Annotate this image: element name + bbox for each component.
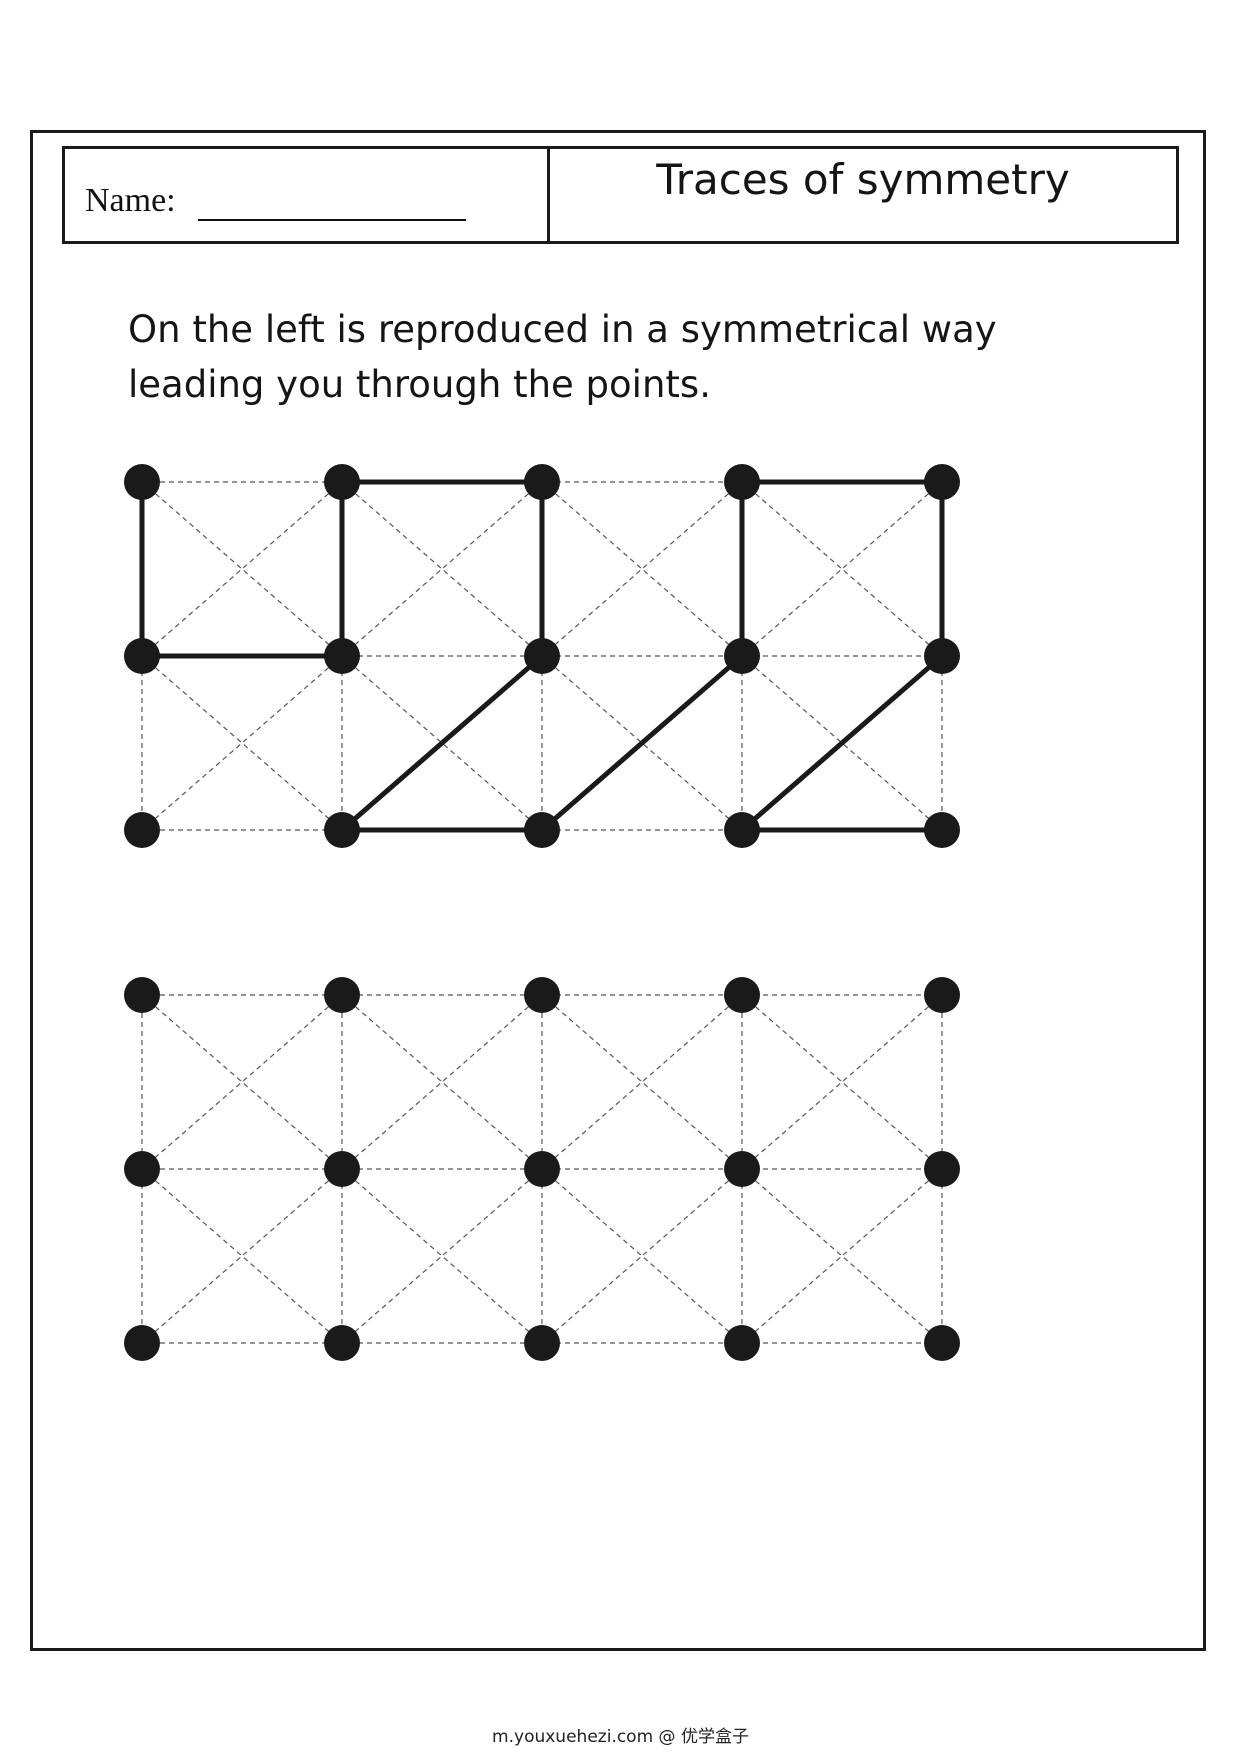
dashed-diagonal-line [541, 655, 743, 831]
grid-dot [124, 812, 160, 848]
worksheet-header: Name: Traces of symmetry [62, 146, 1179, 244]
title-cell: Traces of symmetry [550, 149, 1176, 241]
dashed-diagonal-line [541, 994, 743, 1170]
name-cell: Name: [65, 149, 550, 241]
dashed-diagonal-line [341, 655, 543, 831]
footer-watermark: m.youxuehezi.com @ 优学盒子 [492, 1727, 749, 1747]
dashed-diagonal-line [341, 1168, 543, 1344]
dashed-diagonal-line [541, 1168, 743, 1344]
name-field[interactable] [198, 219, 466, 221]
dashed-diagonal-line [741, 994, 943, 1170]
grid-dot [724, 464, 760, 500]
grid-dot[interactable] [324, 1325, 360, 1361]
grid-dot[interactable] [724, 1325, 760, 1361]
dashed-diagonal-line [541, 481, 743, 657]
grid-dot[interactable] [124, 1151, 160, 1187]
instructions-line-2: leading you through the points. [128, 363, 711, 406]
dashed-diagonal-line [141, 994, 343, 1170]
grid-dot [124, 464, 160, 500]
dashed-diagonal-line [341, 994, 543, 1170]
dashed-diagonal-line [541, 994, 743, 1170]
grid-dot [724, 638, 760, 674]
traced-segment [739, 653, 945, 833]
grid-dot[interactable] [724, 977, 760, 1013]
grid-dot [724, 812, 760, 848]
dashed-diagonal-line [741, 1168, 943, 1344]
practice-grid[interactable] [120, 973, 1120, 1413]
dashed-diagonal-line [541, 481, 743, 657]
dashed-diagonal-line [741, 994, 943, 1170]
dashed-diagonal-line [741, 655, 943, 831]
page-title: Traces of symmetry [656, 155, 1070, 204]
grid-dot[interactable] [124, 977, 160, 1013]
grid-dot [324, 812, 360, 848]
dashed-diagonal-line [141, 994, 343, 1170]
dashed-diagonal-line [141, 655, 343, 831]
grid-dot[interactable] [924, 1325, 960, 1361]
dashed-diagonal-line [141, 1168, 343, 1344]
grid-dot[interactable] [524, 977, 560, 1013]
instructions-line-1: On the left is reproduced in a symmetric… [128, 308, 997, 351]
grid-dot[interactable] [324, 1151, 360, 1187]
grid-dot[interactable] [724, 1151, 760, 1187]
dashed-diagonal-line [341, 1168, 543, 1344]
grid-dot [524, 812, 560, 848]
grid-dot[interactable] [924, 977, 960, 1013]
grid-dot[interactable] [524, 1325, 560, 1361]
grid-dot [124, 638, 160, 674]
dashed-diagonal-line [141, 1168, 343, 1344]
dashed-diagonal-line [141, 655, 343, 831]
dashed-diagonal-line [341, 481, 543, 657]
grid-dot [524, 638, 560, 674]
worksheet-border [30, 130, 1206, 1651]
dashed-diagonal-line [141, 481, 343, 657]
grid-dot[interactable] [124, 1325, 160, 1361]
dashed-diagonal-line [741, 481, 943, 657]
grid-dot[interactable] [924, 1151, 960, 1187]
grid-dot [924, 464, 960, 500]
name-label: Name: [85, 182, 176, 219]
example-grid [124, 464, 960, 848]
dashed-diagonal-line [741, 481, 943, 657]
traced-segment [339, 653, 545, 833]
instructions: On the left is reproduced in a symmetric… [128, 302, 1108, 412]
grid-dot [324, 464, 360, 500]
dashed-diagonal-line [141, 481, 343, 657]
grid-dot [924, 638, 960, 674]
grid-dot [524, 464, 560, 500]
grid-dot[interactable] [524, 1151, 560, 1187]
dashed-diagonal-line [741, 1168, 943, 1344]
grid-dot[interactable] [324, 977, 360, 1013]
grid-dot [324, 638, 360, 674]
dashed-diagonal-line [341, 994, 543, 1170]
traced-segment [539, 653, 745, 833]
dashed-diagonal-line [341, 481, 543, 657]
grid-dot [924, 812, 960, 848]
dashed-diagonal-line [541, 1168, 743, 1344]
